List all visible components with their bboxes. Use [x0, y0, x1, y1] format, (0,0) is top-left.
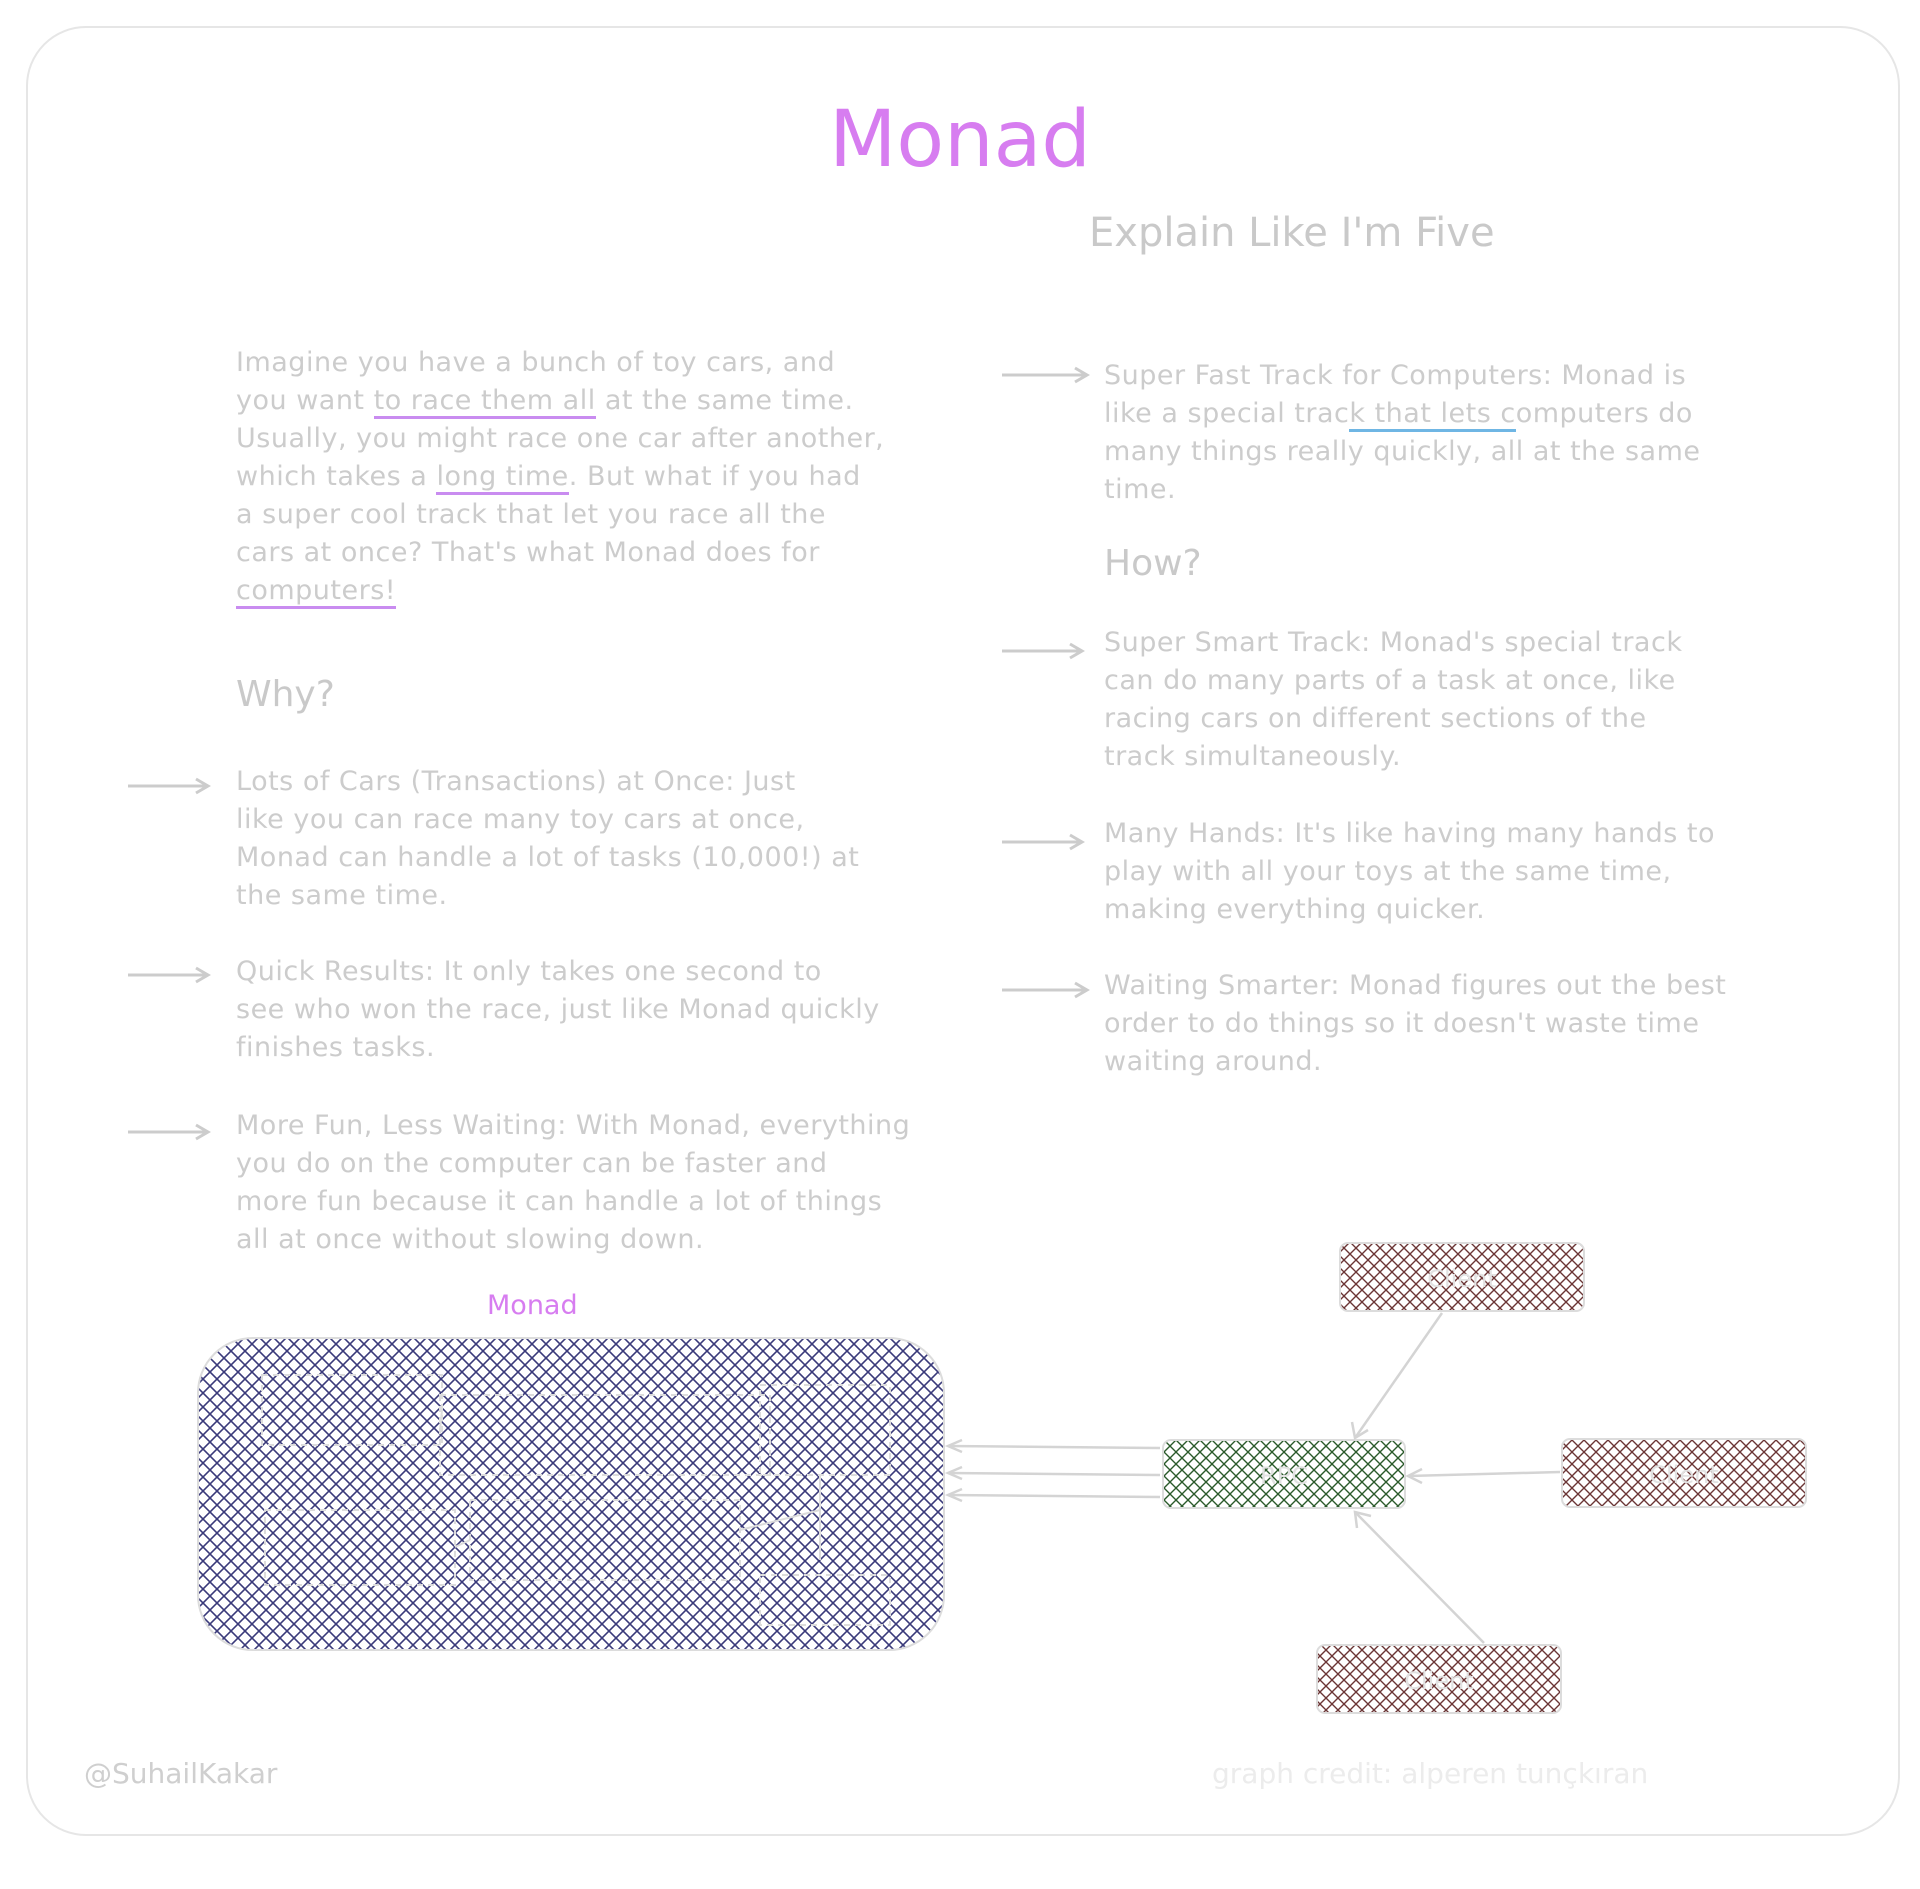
page-subtitle: Explain Like I'm Five: [1089, 210, 1495, 256]
intro-line: computers!: [236, 572, 956, 610]
why-item-2: Quick Results: It only takes one second …: [236, 956, 880, 1063]
diagram-monad-label: Monad: [487, 1290, 578, 1321]
why-item-1: Lots of Cars (Transactions) at Once: Jus…: [236, 766, 860, 911]
arrow-icon: [1002, 981, 1090, 999]
arrow-icon: [128, 777, 211, 795]
intro-line: cars at once? That's what Monad does for: [236, 537, 820, 568]
intro-line: Imagine you have a bunch of toy cars, an…: [236, 347, 836, 378]
arrow-icon: [1002, 366, 1090, 384]
arrow-icon: [128, 966, 211, 984]
rpc-node-label: RPC: [1260, 1462, 1308, 1490]
why-heading: Why?: [236, 674, 335, 715]
card-frame: [26, 26, 1900, 1836]
client-node-bottom: [1316, 1644, 1562, 1714]
page-title: Monad: [829, 95, 1091, 185]
client-node-label: Client: [1427, 1265, 1496, 1293]
rpc-node: [1162, 1439, 1406, 1509]
arrow-icon: [1002, 642, 1085, 660]
how-item-1: Super Smart Track: Monad's special track…: [1104, 627, 1683, 772]
intro-line: a super cool track that let you race all…: [236, 499, 827, 530]
highlight-underline: long time: [436, 461, 569, 495]
client-node-top: [1339, 1242, 1585, 1312]
highlight-underline: to race them all: [373, 385, 596, 419]
author-handle: @SuhailKakar: [84, 1757, 278, 1790]
why-item-3: More Fun, Less Waiting: With Monad, ever…: [236, 1110, 911, 1255]
client-node-right: [1561, 1438, 1807, 1508]
client-node-label: Client: [1404, 1667, 1473, 1695]
how-heading: How?: [1104, 543, 1202, 584]
intro-line: you want to race them all at the same ti…: [236, 382, 956, 420]
architecture-diagram: RPC Client Client Client: [197, 1242, 1807, 1714]
highlight-underline: k that lets c: [1349, 398, 1516, 432]
arrow-icon: [1002, 833, 1085, 851]
highlight-underline: computers!: [236, 575, 397, 609]
how-item-3: Waiting Smarter: Monad figures out the b…: [1104, 970, 1727, 1077]
right-intro-paragraph: Super Fast Track for Computers: Monad is…: [1104, 360, 1701, 505]
arrow-icon: [128, 1123, 211, 1141]
rpc-to-monad-arrows: [944, 1438, 1161, 1503]
how-item-2: Many Hands: It's like having many hands …: [1104, 818, 1716, 925]
intro-line: Usually, you might race one car after an…: [236, 423, 885, 454]
client-node-label: Client: [1649, 1461, 1718, 1489]
monad-node: [197, 1337, 945, 1651]
intro-line: which takes a long time. But what if you…: [236, 458, 956, 496]
client-to-rpc-arrows: [1350, 1312, 1561, 1644]
graph-credit: graph credit: alperen tunçkıran: [1212, 1757, 1649, 1790]
intro-paragraph: Imagine you have a bunch of toy cars, an…: [236, 344, 956, 610]
